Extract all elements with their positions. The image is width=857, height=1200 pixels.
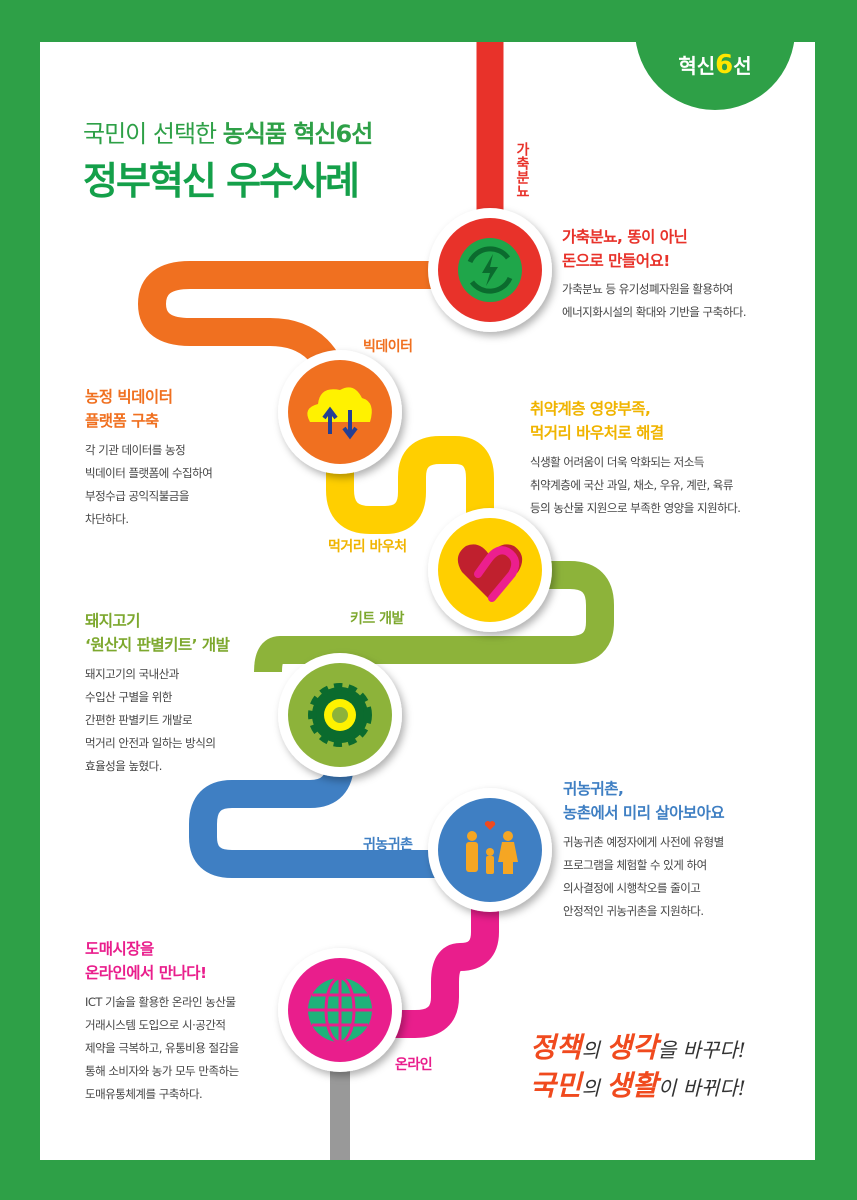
item-desc: 의사결정에 시행착오를 줄이고	[563, 881, 701, 895]
slogan: 정책의 생각을 바꾸다! 국민의 생활이 바뀌다!	[530, 1030, 746, 1106]
item-desc: 통해 소비자와 농가 모두 만족하는	[85, 1064, 239, 1078]
stop-bigdata	[278, 350, 402, 474]
item-title: 농촌에서 미리 살아보아요	[563, 804, 725, 822]
route-label-bigdata: 빅데이터	[363, 339, 413, 355]
item-desc: 식생활 어려움이 더욱 악화되는 저소득	[530, 455, 704, 469]
slogan-part: 의	[581, 1038, 607, 1062]
item-desc: 부정수급 공익직불금을	[85, 489, 189, 503]
stop-kit	[278, 653, 402, 777]
slogan-part: 이 바뀌다!	[657, 1076, 746, 1100]
item-title: 돈으로 만들어요!	[562, 252, 670, 270]
infographic-page: 혁신6선 국민이 선택한 농식품 혁신6선 정부혁신 우수사례	[40, 42, 815, 1160]
slogan-part: 을 바꾸다!	[657, 1038, 746, 1062]
subtitle: 국민이 선택한 농식품 혁신6선	[83, 114, 374, 149]
route-label-farm: 귀농귀촌	[363, 837, 413, 853]
slogan-part: 의	[581, 1076, 607, 1100]
stop-farm	[428, 788, 552, 912]
item-title: 귀농귀촌,	[563, 780, 624, 798]
item-desc: 도매유통체계를 구축하다.	[85, 1087, 203, 1101]
cloud-data-icon	[307, 387, 372, 440]
slogan-part: 정책	[530, 1031, 582, 1064]
family-icon	[466, 821, 518, 874]
item-desc: 효율성을 높혔다.	[85, 759, 162, 773]
item-title: 돼지고기	[85, 612, 141, 630]
gear-icon	[308, 683, 372, 747]
item-desc: 빅데이터 플랫폼에 수집하여	[85, 466, 213, 480]
item-title: 먹거리 바우처로 해결	[530, 424, 664, 442]
item-desc: 취약계층에 국산 과일, 채소, 우유, 계란, 육류	[530, 478, 733, 492]
badge-suffix: 선	[733, 54, 752, 78]
item-desc: 등의 농산물 지원으로 부족한 영양을 지원하다.	[530, 501, 741, 515]
route-label-online: 온라인	[395, 1057, 433, 1073]
route-map	[137, 42, 614, 1160]
route-blue	[189, 761, 460, 878]
item-desc: 프로그램을 체험할 수 있게 하여	[563, 858, 707, 872]
stop-livestock	[428, 208, 552, 332]
subtitle-bold: 농식품 혁신6선	[222, 120, 374, 148]
slogan-part: 생각	[606, 1031, 658, 1064]
page-title: 정부혁신 우수사례	[83, 159, 360, 203]
item-desc: 차단하다.	[85, 512, 129, 526]
stop-online	[278, 948, 402, 1072]
item-desc: 수입산 구별을 위한	[85, 690, 172, 704]
item-desc: ICT 기술을 활용한 온라인 농산물	[85, 995, 236, 1009]
route-olive	[254, 561, 614, 673]
item-desc: 돼지고기의 국내산과	[85, 667, 179, 681]
slogan-part: 국민	[530, 1069, 582, 1102]
item-title: 가축분뇨, 똥이 아닌	[562, 228, 688, 246]
item-desc: 가축분뇨 등 유기성폐자원을 활용하여	[562, 282, 733, 296]
subtitle-plain: 국민이 선택한	[83, 120, 223, 148]
slogan-line-1: 정책의 생각을 바꾸다!	[530, 1030, 746, 1068]
item-title: 플랫폼 구축	[85, 412, 159, 430]
globe-icon	[308, 976, 372, 1044]
badge-prefix: 혁신	[678, 54, 716, 78]
badge-number: 6	[715, 50, 734, 80]
item-desc: 제약을 극복하고, 유통비용 절감을	[85, 1041, 239, 1055]
item-title: 도매시장을	[85, 940, 154, 958]
item-title: 취약계층 영양부족,	[530, 400, 651, 418]
item-desc: 먹거리 안전과 일하는 방식의	[85, 736, 216, 750]
item-desc: 귀농귀촌 예정자에게 사전에 유형별	[563, 835, 724, 849]
item-desc: 안정적인 귀농귀촌을 지원하다.	[563, 904, 704, 918]
slogan-part: 생활	[606, 1069, 658, 1102]
item-title: 농정 빅데이터	[85, 388, 173, 406]
item-title: 온라인에서 만나다!	[85, 964, 207, 982]
recycle-energy-icon	[467, 246, 513, 294]
route-pink	[370, 902, 499, 1038]
heart-icon	[457, 544, 523, 602]
item-title: ‘원산지 판별키트’ 개발	[85, 636, 230, 654]
slogan-line-2: 국민의 생활이 바뀌다!	[530, 1068, 746, 1106]
stop-voucher	[428, 508, 552, 632]
item-desc: 거래시스템 도입으로 시·공간적	[85, 1018, 226, 1032]
route-label-voucher: 먹거리 바우처	[328, 539, 407, 555]
item-desc: 각 기관 데이터를 농정	[85, 443, 186, 457]
route-yellow	[326, 436, 494, 562]
route-label-kit: 키트 개발	[350, 611, 404, 627]
item-desc: 에너지화시설의 확대와 기반을 구축하다.	[562, 305, 746, 319]
route-label-livestock: 가축분뇨	[514, 142, 530, 198]
item-desc: 간편한 판별키트 개발로	[85, 713, 193, 727]
item-voucher: 취약계층 영양부족, 먹거리 바우처로 해결 식생활 어려움이 더욱 악화되는 저…	[530, 397, 741, 520]
